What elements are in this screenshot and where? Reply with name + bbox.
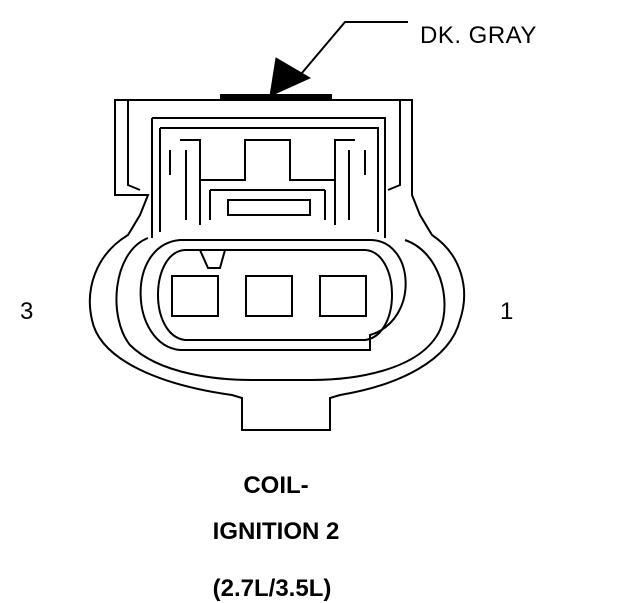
connector-outer-body (88, 99, 466, 431)
latch-frame (151, 117, 386, 238)
callout-leader (269, 21, 408, 97)
mating-face-outer (139, 239, 407, 351)
connector-inner-outline (115, 237, 446, 381)
latch-detail (169, 139, 366, 225)
latch-housing-outer (127, 100, 401, 191)
top-bar (220, 94, 332, 100)
pin-3-label: 3 (20, 298, 34, 325)
pin-1-label: 1 (500, 298, 514, 325)
title-line-2: IGNITION 2 (212, 518, 340, 545)
mating-face-inner (157, 249, 393, 341)
cavity-3 (171, 275, 219, 317)
cavity-1 (319, 275, 367, 317)
wire-color-label: DK. GRAY (420, 22, 537, 49)
title-line-3: (2.7L/3.5L) (212, 575, 332, 602)
cavity-2 (245, 275, 293, 317)
title-line-1: COIL- (243, 472, 309, 499)
key-notch (199, 249, 226, 269)
